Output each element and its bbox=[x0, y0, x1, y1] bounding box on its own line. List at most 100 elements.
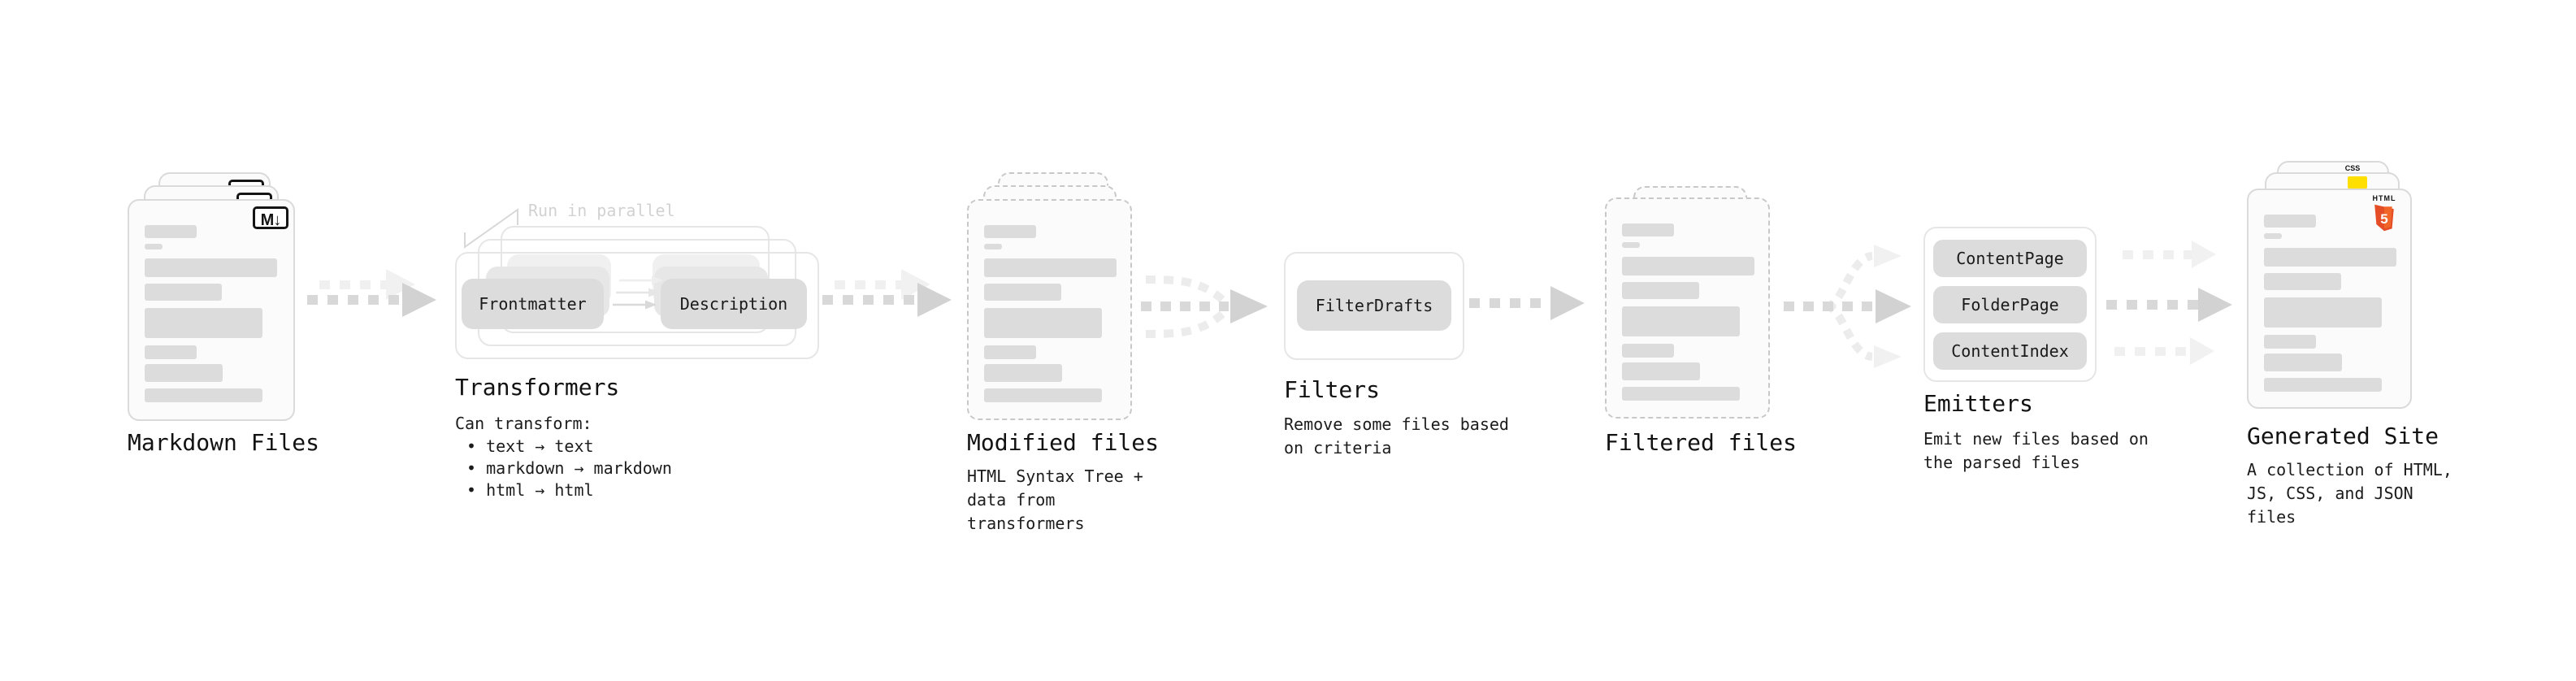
modified-doc-front bbox=[967, 199, 1132, 420]
doc-content-line bbox=[145, 364, 223, 382]
filtered-doc-front bbox=[1605, 197, 1770, 419]
pill-arrow-icon bbox=[619, 275, 663, 285]
stage-title-transformers: Transformers bbox=[455, 374, 620, 401]
doc-content-line bbox=[145, 388, 262, 402]
html5-shield: 5 bbox=[2374, 204, 2394, 232]
arrow-head-faint-icon bbox=[2190, 337, 2214, 365]
doc-skeleton bbox=[2249, 190, 2410, 392]
stage-title-filters: Filters bbox=[1284, 376, 1381, 403]
arrow-head-icon bbox=[1550, 286, 1585, 320]
doc-content-line bbox=[145, 225, 197, 238]
doc-content-line bbox=[984, 388, 1102, 402]
svg-text:5: 5 bbox=[2380, 211, 2387, 227]
arrow-dash-faint bbox=[2114, 347, 2190, 356]
stage-filtered-files: Filtered files bbox=[1605, 186, 1800, 479]
markdown-doc-front: M↓ bbox=[128, 199, 295, 421]
run-in-parallel-label: Run in parallel bbox=[528, 201, 675, 220]
filterdrafts-pill: FilterDrafts bbox=[1297, 280, 1451, 331]
flow-arrows-emitters-to-generated bbox=[2106, 240, 2244, 374]
doc-content-line bbox=[145, 258, 277, 277]
stage-title-generated-site: Generated Site bbox=[2247, 423, 2439, 449]
markdown-icon: M↓ bbox=[253, 206, 288, 229]
flow-arrow-diverge-filtered-to-emitters bbox=[1784, 245, 1911, 368]
doc-skeleton bbox=[129, 201, 293, 402]
stage-title-emitters: Emitters bbox=[1923, 390, 2033, 417]
doc-content-line bbox=[2264, 273, 2341, 290]
stage-title-modified-files: Modified files bbox=[967, 429, 1160, 456]
javascript-icon bbox=[2348, 176, 2367, 189]
css-badge-label: CSS bbox=[2344, 164, 2361, 172]
transformers-bullet-list: • text → text • markdown → markdown • ht… bbox=[455, 436, 672, 501]
arrow-head-icon bbox=[1876, 289, 1911, 323]
arrow-dash bbox=[1469, 298, 1550, 308]
doc-content-line bbox=[1622, 242, 1640, 248]
pill-arrow-icon bbox=[613, 300, 657, 310]
doc-skeleton bbox=[1607, 199, 1768, 401]
doc-content-line bbox=[1622, 362, 1700, 380]
arrow-head-icon bbox=[1230, 289, 1268, 323]
html5-badge-label: HTML bbox=[2372, 194, 2396, 202]
flow-arrow-merge-modified-to-filters bbox=[1141, 275, 1268, 338]
doc-content-line bbox=[1622, 282, 1699, 299]
generated-site-subtitle: A collection of HTML, JS, CSS, and JSON … bbox=[2247, 460, 2452, 527]
doc-content-line bbox=[1622, 306, 1740, 336]
flow-arrow-markdown-to-transformers bbox=[307, 267, 441, 317]
doc-content-line bbox=[2264, 378, 2382, 392]
bullet-item: • html → html bbox=[466, 480, 594, 500]
bullet-item: • markdown → markdown bbox=[466, 458, 672, 478]
arrow-dash bbox=[822, 295, 917, 305]
doc-content-line bbox=[984, 258, 1117, 277]
arrow-dash-faint bbox=[835, 280, 903, 289]
doc-content-line bbox=[984, 308, 1102, 338]
doc-content-line bbox=[2264, 335, 2316, 349]
arrow-head-icon bbox=[2198, 288, 2232, 322]
doc-content-line bbox=[1622, 257, 1754, 275]
arrow-dash-faint bbox=[2123, 250, 2192, 259]
arrow-head-faint-icon bbox=[1874, 345, 1902, 368]
contentpage-pill: ContentPage bbox=[1933, 240, 2087, 277]
doc-content-line bbox=[984, 364, 1062, 382]
doc-skeleton bbox=[969, 201, 1130, 402]
stage-generated-site: CSS HTML 5 bbox=[2247, 161, 2458, 527]
arrow-head-faint-icon bbox=[1874, 245, 1902, 267]
arrow-dash bbox=[2106, 300, 2198, 310]
doc-content-line bbox=[1622, 344, 1674, 358]
doc-content-line bbox=[2264, 297, 2382, 327]
flow-arrow-filters-to-filtered bbox=[1469, 286, 1591, 322]
arrow-dash-faint bbox=[319, 280, 388, 289]
doc-content-line bbox=[145, 244, 163, 249]
stage-modified-files: Modified files HTML Syntax Tree + data f… bbox=[967, 172, 1162, 533]
arrow-head-faint-icon bbox=[2192, 241, 2216, 268]
emitters-subtitle: Emit new files based on the parsed files bbox=[1923, 429, 2149, 472]
arrow-head-icon bbox=[402, 283, 436, 317]
flow-arrow-transformers-to-modified bbox=[822, 267, 956, 317]
doc-content-line bbox=[1622, 223, 1674, 236]
pill-arrow-icon bbox=[616, 288, 660, 297]
filters-subtitle: Remove some files based on criteria bbox=[1284, 414, 1509, 458]
stage-title-markdown-files: Markdown Files bbox=[128, 429, 320, 456]
folderpage-pill: FolderPage bbox=[1933, 286, 2087, 323]
doc-content-line bbox=[1622, 387, 1740, 401]
doc-content-line bbox=[145, 284, 222, 301]
bullet-item: • text → text bbox=[466, 436, 594, 456]
generated-doc-front: HTML 5 bbox=[2247, 189, 2412, 409]
doc-content-line bbox=[984, 345, 1036, 359]
stage-emitters: ContentPage FolderPage ContentIndex Emit… bbox=[1923, 227, 2167, 479]
doc-content-line bbox=[984, 244, 1002, 249]
stage-transformers: Run in parallel Frontmatter Description … bbox=[455, 200, 837, 509]
emitters-frame: ContentPage FolderPage ContentIndex bbox=[1923, 227, 2097, 382]
doc-content-line bbox=[145, 345, 197, 359]
frontmatter-pill: Frontmatter bbox=[462, 279, 604, 329]
html5-icon: HTML 5 bbox=[2366, 194, 2402, 236]
arrow-head-icon bbox=[917, 283, 952, 317]
doc-content-line bbox=[2264, 233, 2282, 239]
stage-markdown-files: M↓ M↓ M↓ Markdown Files bbox=[128, 172, 323, 497]
doc-content-line bbox=[2264, 248, 2396, 267]
doc-content-line bbox=[984, 284, 1061, 301]
doc-content-line bbox=[2264, 215, 2316, 228]
run-in-parallel-leader-line bbox=[464, 208, 518, 249]
doc-content-line bbox=[145, 308, 262, 338]
transformers-subtitle: Can transform: bbox=[455, 414, 592, 433]
stage-title-filtered-files: Filtered files bbox=[1605, 429, 1798, 456]
